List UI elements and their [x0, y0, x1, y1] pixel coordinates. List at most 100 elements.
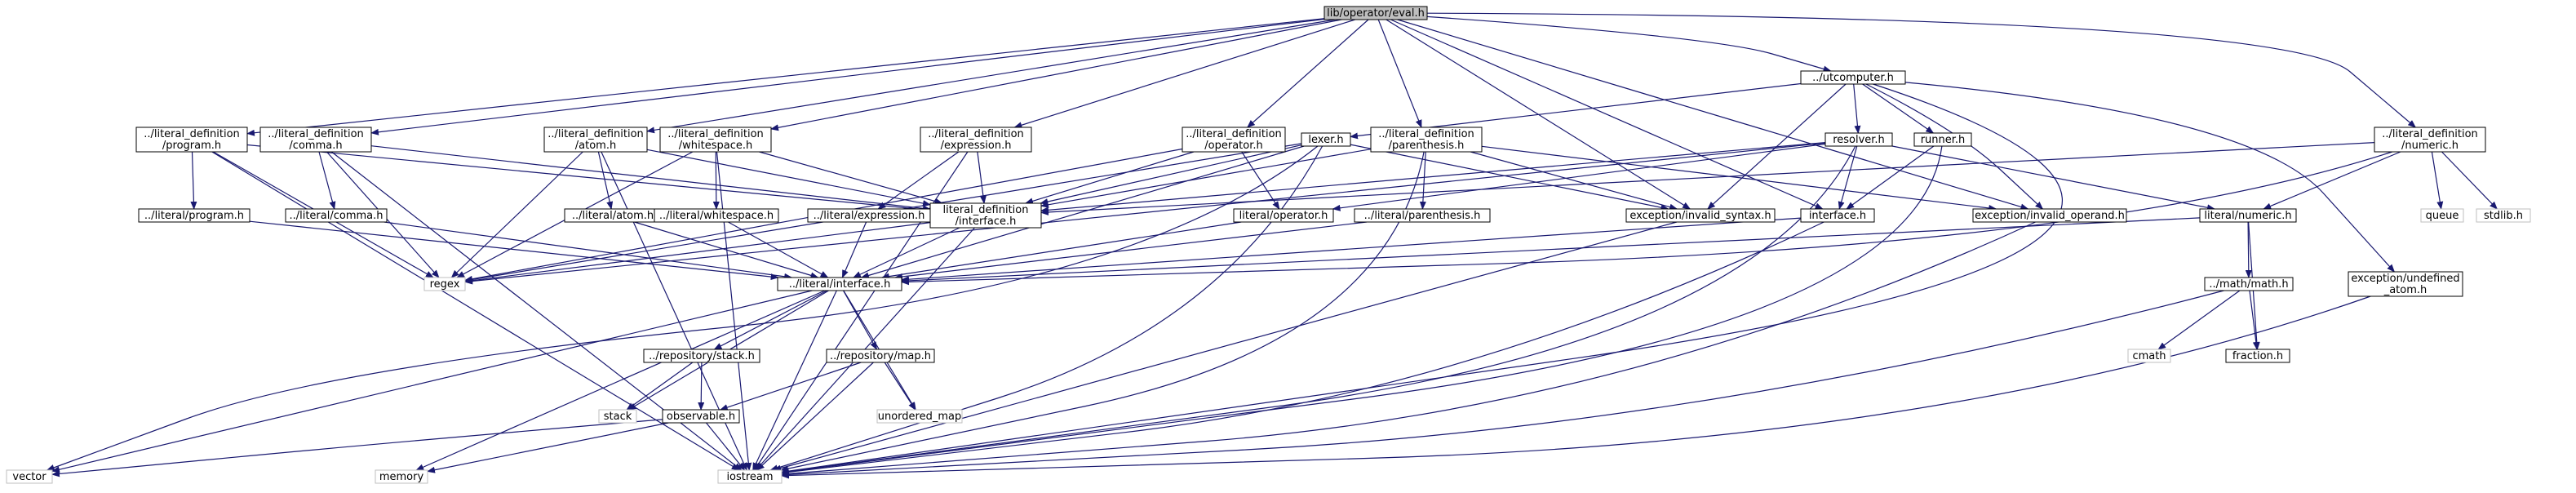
node-numdef[interactable]: ../literal_definition/numeric.h: [2374, 127, 2486, 153]
node-label: regex: [430, 278, 460, 291]
edge-observable-to-iostream: [706, 422, 746, 471]
node-label: fraction.h: [2232, 350, 2283, 362]
node-box: [777, 277, 902, 291]
edge-iface-to-litiface: [901, 217, 1802, 283]
edge-atomdef-to-ldi: [646, 149, 931, 207]
edge-root-to-opdef: [1247, 19, 1369, 128]
node-box: [138, 208, 251, 223]
node-litiface[interactable]: ../literal/interface.h: [777, 277, 902, 291]
edge-utc-to-runner: [1862, 83, 1935, 134]
node-box: [876, 409, 963, 424]
node-box: [2374, 127, 2486, 153]
node-label: memory: [379, 471, 424, 483]
edge-litiface-to-vector: [51, 290, 813, 473]
node-label: /expression.h: [941, 140, 1012, 152]
node-atomdef[interactable]: ../literal_definition/atom.h: [543, 127, 648, 153]
node-box: [2199, 208, 2297, 223]
node-label: runner.h: [1921, 134, 1966, 146]
node-label: /interface.h: [955, 215, 1017, 228]
edge-litiface-to-repostack: [713, 290, 827, 350]
node-commadef[interactable]: ../literal_definition/comma.h: [259, 127, 372, 153]
node-label: cmath: [2132, 350, 2166, 362]
node-litcomma[interactable]: ../literal/comma.h: [285, 208, 388, 223]
node-label: ../literal/comma.h: [289, 210, 383, 222]
node-label: ../literal/expression.h: [814, 210, 925, 222]
node-invsyn[interactable]: exception/invalid_syntax.h: [1625, 208, 1776, 223]
edge-layer: [46, 12, 2498, 479]
edge-resolver-to-regex: [464, 142, 1826, 285]
node-observable[interactable]: observable.h: [662, 409, 740, 424]
edge-prog-to-iostream: [211, 151, 740, 471]
node-litnum[interactable]: literal/numeric.h: [2199, 208, 2297, 223]
node-litexpr[interactable]: ../literal/expression.h: [807, 208, 931, 223]
node-box: [659, 127, 772, 153]
node-box: [920, 127, 1032, 153]
node-iostream: iostream: [717, 469, 783, 484]
node-runner[interactable]: runner.h: [1913, 132, 1972, 147]
edge-observable-to-memory: [427, 422, 669, 473]
node-repostack[interactable]: ../repository/stack.h: [643, 349, 760, 363]
node-label: /atom.h: [575, 140, 616, 152]
node-label: ../repository/stack.h: [649, 350, 755, 362]
edge-parendef-to-litparen: [1419, 151, 1426, 210]
node-box: [375, 469, 428, 484]
node-prog[interactable]: ../literal_definition/program.h: [135, 127, 248, 153]
edge-wsdef-to-ldi: [759, 151, 943, 205]
node-iface[interactable]: interface.h: [1800, 208, 1875, 223]
node-box: [1370, 127, 1483, 153]
node-label: lexer.h: [1308, 134, 1343, 146]
edge-root-to-exprdef: [1013, 19, 1355, 129]
node-label: ../literal/parenthesis.h: [1364, 210, 1481, 222]
node-box: [1182, 127, 1286, 153]
node-label: iostream: [726, 471, 773, 483]
node-label: exception/invalid_operand.h: [1975, 210, 2125, 222]
edge-litexpr-to-litiface: [841, 221, 867, 278]
node-opdef[interactable]: ../literal_definition/operator.h: [1182, 127, 1286, 153]
edge-repomap-to-umap: [884, 362, 916, 411]
node-resolver[interactable]: resolver.h: [1824, 132, 1893, 147]
node-lexer[interactable]: lexer.h: [1301, 132, 1351, 147]
node-box: [1354, 208, 1491, 223]
node-undefatom[interactable]: exception/undefined_atom.h: [2348, 271, 2463, 297]
edge-atomdef-to-litatom: [597, 151, 614, 210]
node-litprog[interactable]: ../literal/program.h: [138, 208, 251, 223]
node-layer: lib/operator/eval.h ../literal_definition…: [6, 6, 2531, 484]
node-box: [135, 127, 248, 153]
node-label: stdlib.h: [2484, 210, 2523, 222]
node-mathh[interactable]: ../math/math.h: [2204, 277, 2294, 291]
edge-litcomma-to-litiface: [384, 221, 793, 280]
node-root[interactable]: lib/operator/eval.h: [1323, 6, 1428, 20]
node-box: [1301, 132, 1351, 147]
node-label: /whitespace.h: [679, 140, 752, 152]
node-box: [543, 127, 648, 153]
node-fraction[interactable]: fraction.h: [2225, 349, 2290, 363]
node-litop[interactable]: literal/operator.h: [1233, 208, 1334, 223]
edge-litiface-to-repomap: [842, 290, 878, 350]
edge-repostack-to-observable: [698, 362, 705, 411]
edge-root-to-parendef: [1377, 19, 1422, 128]
node-litws[interactable]: ../literal/whitespace.h: [654, 208, 779, 223]
node-label: /numeric.h: [2401, 140, 2459, 152]
node-ldi[interactable]: literal_definition/interface.h: [929, 202, 1042, 229]
node-litatom[interactable]: ../literal/atom.h: [564, 208, 662, 223]
node-repomap[interactable]: ../repository/map.h: [826, 349, 935, 363]
node-regex: regex: [423, 277, 466, 291]
node-label: interface.h: [1809, 210, 1866, 222]
edge-repomap-to-observable: [719, 362, 862, 411]
node-litparen[interactable]: ../literal/parenthesis.h: [1354, 208, 1491, 223]
edge-parendef-to-invsyn: [1470, 151, 1678, 211]
node-exprdef[interactable]: ../literal_definition/expression.h: [920, 127, 1032, 153]
node-label: ../math/math.h: [2209, 278, 2288, 291]
node-invop[interactable]: exception/invalid_operand.h: [1972, 208, 2127, 223]
node-utc[interactable]: ../utcomputer.h: [1800, 70, 1906, 85]
edge-lexer-to-vector: [46, 145, 1319, 471]
node-box: [1972, 208, 2127, 223]
edge-wsdef-to-iostream: [716, 151, 752, 471]
node-vector: vector: [6, 469, 53, 484]
node-wsdef[interactable]: ../literal_definition/whitespace.h: [659, 127, 772, 153]
node-parendef[interactable]: ../literal_definition/parenthesis.h: [1370, 127, 1483, 153]
node-queue: queue: [2420, 208, 2464, 223]
node-label: /parenthesis.h: [1389, 140, 1465, 152]
edge-utc-to-undefatom: [1904, 82, 2396, 273]
